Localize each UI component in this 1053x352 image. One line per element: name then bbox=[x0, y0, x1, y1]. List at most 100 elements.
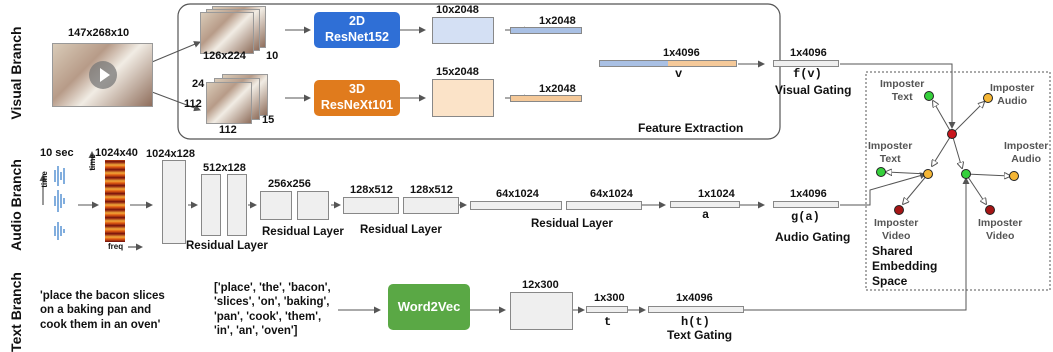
anchor-text-dot bbox=[961, 169, 971, 179]
clip-dim-112-left: 112 bbox=[184, 98, 202, 110]
feature-extraction-label: Feature Extraction bbox=[638, 121, 744, 135]
text-gated-vector bbox=[648, 306, 744, 313]
imposter-video-right: Imposter Video bbox=[978, 217, 1023, 243]
imposter-audio-mid-dot bbox=[1009, 171, 1019, 181]
resnext101-block: 3D ResNeXt101 bbox=[314, 80, 400, 116]
res2-block-a bbox=[260, 191, 292, 220]
audio-gated-var: g(a) bbox=[791, 210, 820, 224]
feature-extraction-box bbox=[177, 3, 781, 140]
res3-block-a bbox=[343, 197, 399, 214]
model-2d-line2: ResNet152 bbox=[325, 30, 389, 44]
model-3d-line2: ResNeXt101 bbox=[320, 98, 394, 112]
imposter-text-top: Imposter Text bbox=[880, 78, 925, 104]
audio-gating-label: Audio Gating bbox=[775, 230, 851, 244]
imposter-video-left-dot bbox=[894, 205, 904, 215]
pool-2d-dims: 1x2048 bbox=[539, 15, 576, 27]
embedding-space-region bbox=[865, 71, 1051, 291]
res2-dims: 256x256 bbox=[268, 178, 311, 190]
concat-vector bbox=[599, 60, 737, 67]
visual-gated-vector bbox=[773, 60, 839, 67]
res3-dims-b: 128x512 bbox=[410, 184, 453, 196]
anchor-visual-dot bbox=[947, 129, 957, 139]
audio-gated-vector bbox=[773, 201, 839, 208]
res2-block-b bbox=[297, 191, 329, 220]
audio-branch-label: Audio Branch bbox=[8, 159, 24, 251]
axis-time: time bbox=[39, 171, 49, 188]
emb-dims: 12x300 bbox=[522, 279, 559, 291]
res1-label: Residual Layer bbox=[186, 240, 268, 252]
imposter-audio-mid: Imposter Audio bbox=[1004, 140, 1049, 166]
res4-block-a bbox=[470, 201, 562, 210]
play-icon bbox=[88, 61, 117, 89]
res4-dims-a: 64x1024 bbox=[496, 188, 539, 200]
clip-cube bbox=[206, 74, 268, 124]
res4-dims-b: 64x1024 bbox=[590, 188, 633, 200]
imposter-video-left: Imposter Video bbox=[874, 217, 919, 243]
res3-block-b bbox=[403, 197, 459, 214]
audio-pool-var: a bbox=[702, 208, 710, 222]
text-pool-dims: 1x300 bbox=[594, 292, 625, 304]
conv-dims: 1024x128 bbox=[146, 148, 195, 160]
visual-gating-label: Visual Gating bbox=[775, 83, 852, 97]
axis-freq: freq bbox=[108, 242, 124, 251]
imposter-video-right-dot bbox=[985, 205, 995, 215]
imposter-text-top-dot bbox=[924, 91, 934, 101]
visual-branch-label: Visual Branch bbox=[8, 26, 24, 120]
feat-3d-block bbox=[432, 79, 494, 117]
audio-pool-dims: 1x1024 bbox=[698, 188, 735, 200]
feat-3d-dims: 15x2048 bbox=[436, 66, 479, 78]
word2vec-block: Word2Vec bbox=[388, 284, 470, 330]
feat-2d-block bbox=[432, 17, 494, 44]
text-pool-vector bbox=[586, 306, 628, 313]
text-pool-var: t bbox=[604, 315, 612, 329]
imposter-audio-top-dot bbox=[983, 93, 993, 103]
shared-embedding-label: Shared Embedding Space bbox=[872, 244, 938, 288]
visual-gated-dims: 1x4096 bbox=[790, 47, 827, 59]
text-gated-var: h(t) bbox=[681, 315, 710, 329]
model-3d-line1: 3D bbox=[349, 82, 365, 97]
text-gating-label: Text Gating bbox=[667, 328, 733, 342]
axis-time-spec: time bbox=[87, 154, 97, 171]
conv-block bbox=[162, 160, 186, 244]
clip-dim-112-bottom: 112 bbox=[219, 124, 237, 136]
imposter-audio-top: Imposter Audio bbox=[990, 82, 1035, 108]
res1-block-a bbox=[201, 174, 221, 236]
resnet152-block: 2D ResNet152 bbox=[314, 12, 400, 48]
res4-label: Residual Layer bbox=[531, 218, 613, 230]
pool-2d-vector bbox=[510, 27, 582, 34]
input-sentence: 'place the bacon slices on a baking pan … bbox=[40, 290, 165, 331]
clip-dim-15: 15 bbox=[262, 114, 275, 126]
waveform bbox=[54, 166, 65, 240]
imposter-text-mid: Imposter Text bbox=[868, 140, 913, 166]
concat-var: v bbox=[675, 67, 683, 81]
text-gated-dims: 1x4096 bbox=[676, 292, 713, 304]
clip-dim-24: 24 bbox=[192, 78, 205, 90]
audio-gated-dims: 1x4096 bbox=[790, 188, 827, 200]
emb-block bbox=[510, 292, 573, 330]
video-thumbnail bbox=[52, 43, 153, 107]
pool-3d-vector bbox=[510, 95, 582, 102]
frames-count: 10 bbox=[266, 50, 279, 62]
spec-dims: 1024x40 bbox=[95, 147, 138, 159]
feat-2d-dims: 10x2048 bbox=[436, 4, 479, 16]
res1-dims: 512x128 bbox=[203, 162, 246, 174]
model-2d-line1: 2D bbox=[349, 14, 365, 29]
word2vec-label: Word2Vec bbox=[397, 298, 461, 314]
frame-stack bbox=[200, 6, 266, 54]
audio-duration: 10 sec bbox=[40, 147, 74, 159]
res2-label: Residual Layer bbox=[262, 226, 344, 238]
anchor-audio-dot bbox=[923, 169, 933, 179]
res4-block-b bbox=[566, 201, 642, 210]
spectrogram bbox=[105, 160, 125, 242]
frames-dims: 126x224 bbox=[203, 50, 246, 62]
pool-3d-dims: 1x2048 bbox=[539, 83, 576, 95]
visual-input-dims: 147x268x10 bbox=[68, 27, 130, 39]
visual-gated-var: f(v) bbox=[793, 67, 822, 81]
res3-label: Residual Layer bbox=[360, 224, 442, 236]
text-branch-label: Text Branch bbox=[8, 272, 24, 352]
res3-dims-a: 128x512 bbox=[350, 184, 393, 196]
res1-block-b bbox=[227, 174, 247, 236]
imposter-text-mid-dot bbox=[876, 167, 886, 177]
token-list: ['place', 'the', 'bacon', 'slices', 'on'… bbox=[214, 282, 331, 338]
